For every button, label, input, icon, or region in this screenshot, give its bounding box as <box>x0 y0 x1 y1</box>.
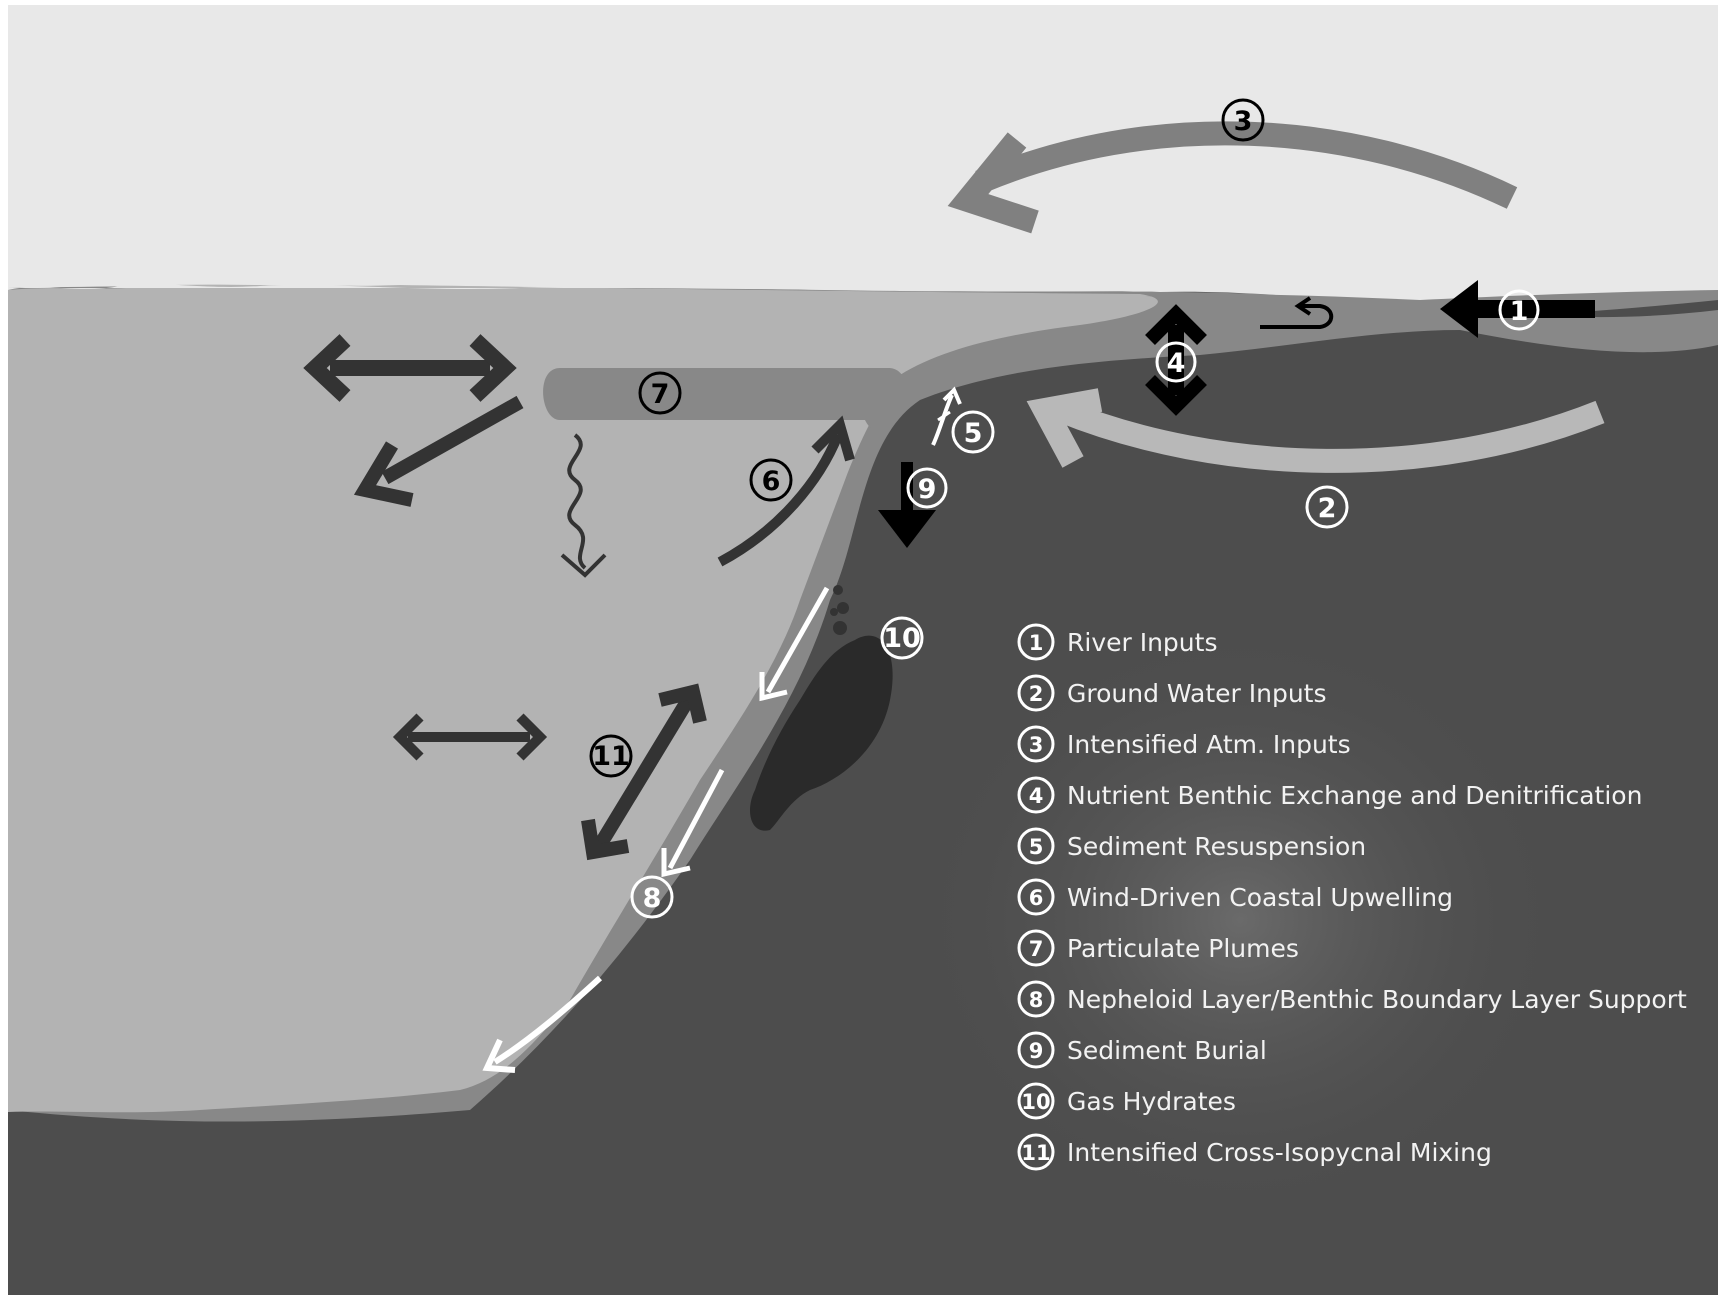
bubble <box>833 621 847 635</box>
marker-3-label: 3 <box>1234 106 1253 137</box>
marker-11-label: 11 <box>592 741 630 772</box>
legend-item-number: 2 <box>1029 682 1044 706</box>
marker-1-label: 1 <box>1510 296 1529 327</box>
marker-7-label: 7 <box>651 379 670 410</box>
legend-item-number: 1 <box>1029 631 1044 655</box>
legend-item-label: Wind-Driven Coastal Upwelling <box>1067 883 1453 912</box>
legend-item-number: 6 <box>1029 886 1044 910</box>
legend-item-number: 5 <box>1029 835 1044 859</box>
legend-item-number: 10 <box>1021 1090 1050 1114</box>
legend-item: 11 Intensified Cross-Isopycnal Mixing <box>1019 1135 1492 1169</box>
marker-8-label: 8 <box>643 883 662 914</box>
marker-9-label: 9 <box>918 474 937 505</box>
legend-item-label: Nepheloid Layer/Benthic Boundary Layer S… <box>1067 985 1687 1014</box>
marker-11: 11 <box>591 736 631 776</box>
legend-item: 3 Intensified Atm. Inputs <box>1019 727 1351 761</box>
legend-item-label: Intensified Cross-Isopycnal Mixing <box>1067 1138 1492 1167</box>
legend-item-label: Particulate Plumes <box>1067 934 1299 963</box>
marker-2-label: 2 <box>1318 493 1337 524</box>
marker-10: 10 <box>882 618 922 658</box>
marker-6-label: 6 <box>762 466 781 497</box>
legend-item-number: 7 <box>1029 937 1044 961</box>
legend-item-number: 8 <box>1029 988 1044 1012</box>
legend-item-label: Nutrient Benthic Exchange and Denitrific… <box>1067 781 1642 810</box>
legend-item-number: 9 <box>1029 1039 1044 1063</box>
legend-glow <box>910 620 1570 1220</box>
legend-item: 4 Nutrient Benthic Exchange and Denitrifi… <box>1019 778 1642 812</box>
marker-5-label: 5 <box>964 418 983 449</box>
bubble <box>837 602 849 614</box>
legend-item-label: Gas Hydrates <box>1067 1087 1236 1116</box>
legend-item-number: 3 <box>1029 733 1044 757</box>
legend-item-label: Sediment Burial <box>1067 1036 1267 1065</box>
legend-item: 8 Nepheloid Layer/Benthic Boundary Layer … <box>1019 982 1687 1016</box>
bubble <box>833 585 843 595</box>
legend-item-label: Sediment Resuspension <box>1067 832 1366 861</box>
legend-item-number: 4 <box>1029 784 1044 808</box>
legend-item-label: River Inputs <box>1067 628 1217 657</box>
legend-item-label: Intensified Atm. Inputs <box>1067 730 1351 759</box>
legend-item-number: 11 <box>1021 1141 1050 1165</box>
marker-4-label: 4 <box>1167 348 1186 379</box>
legend-item-label: Ground Water Inputs <box>1067 679 1327 708</box>
marker-10-label: 10 <box>883 623 921 654</box>
legend-item: 6 Wind-Driven Coastal Upwelling <box>1019 880 1453 914</box>
legend-item: 5 Sediment Resuspension <box>1019 829 1366 863</box>
bubble <box>830 608 838 616</box>
